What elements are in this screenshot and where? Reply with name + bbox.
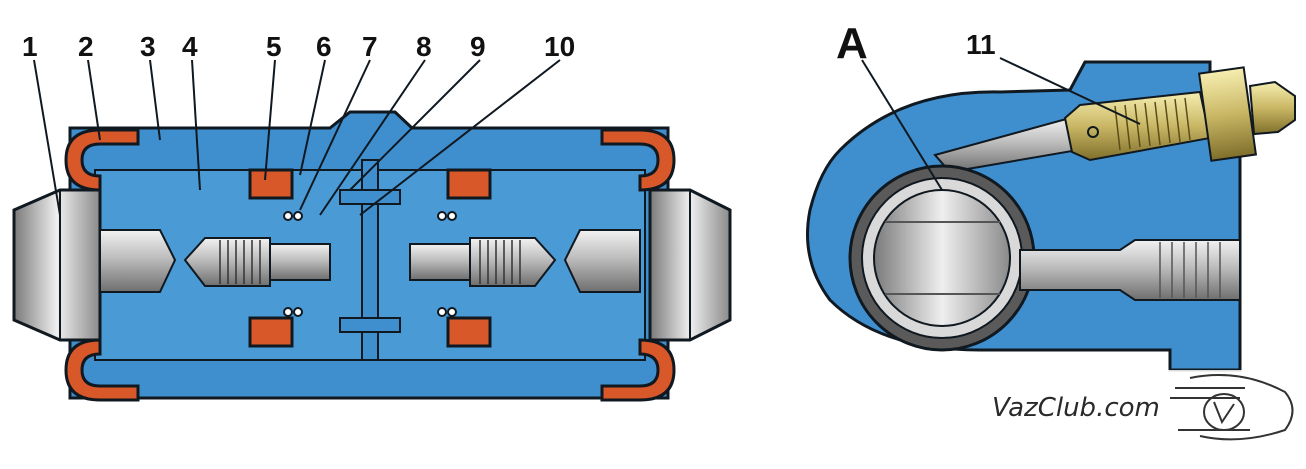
brake-line-port [1019, 239, 1241, 301]
piston-seals [248, 168, 492, 348]
bore-piston [873, 189, 1011, 327]
retaining-rings [283, 211, 457, 317]
boot-seals [64, 128, 676, 402]
view-a-section: A 11 [806, 19, 1296, 372]
callout-5: 5 [266, 31, 282, 62]
callout-10: 10 [544, 31, 575, 62]
watermark-text: VazClub.com [992, 393, 1160, 423]
cylinder-section [12, 110, 732, 402]
callout-3: 3 [140, 31, 156, 62]
callout-labels: 1 2 3 4 5 6 7 8 9 10 [22, 31, 575, 62]
left-end-cap [12, 188, 102, 342]
car-logo-icon [1170, 374, 1294, 441]
callout-8: 8 [416, 31, 432, 62]
watermark: VazClub.com [985, 370, 1306, 460]
callout-4: 4 [182, 31, 198, 62]
callout-2: 2 [78, 31, 94, 62]
leader-lines [33, 59, 561, 216]
callout-1: 1 [22, 31, 38, 62]
callout-6: 6 [316, 31, 332, 62]
callout-11: 11 [966, 29, 996, 60]
callout-7: 7 [362, 31, 378, 62]
callout-9: 9 [470, 31, 486, 62]
view-a-label: A [836, 19, 868, 68]
